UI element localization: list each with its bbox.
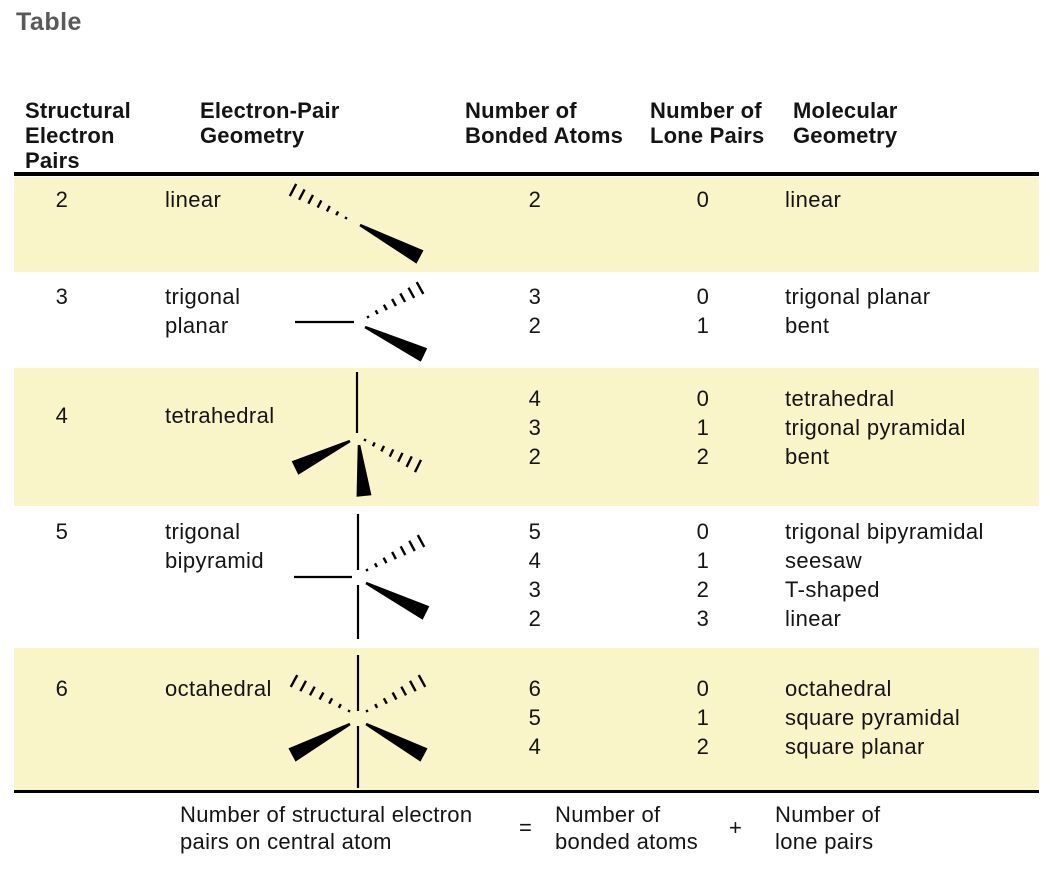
- bonded-atoms-cell: 4 3 2: [528, 386, 542, 469]
- linear-diagram-icon: [288, 183, 424, 264]
- table-body: 2 linear 2 0 linear 3 trigonal planar 3 …: [14, 177, 1039, 790]
- electron-geometry-cell: linear: [165, 187, 222, 212]
- trigonal-bipyramid-diagram-icon: [294, 514, 430, 639]
- molecular-geometry-cell: tetrahedral trigonal pyramidal bent: [785, 386, 966, 469]
- bonded-atoms-cell: 2: [528, 187, 542, 212]
- electron-geometry-cell: tetrahedral: [165, 403, 275, 428]
- electron-geometry-cell: trigonal planar: [165, 284, 241, 338]
- page-title: Table: [16, 8, 82, 36]
- header-structural-electron-pairs: Structural Electron Pairs: [25, 98, 131, 173]
- formula-bonded-atoms: Number of bonded atoms: [555, 802, 699, 854]
- plus-sign: +: [729, 815, 743, 840]
- header-electron-pair-geometry: Electron-Pair Geometry: [200, 98, 340, 148]
- electron-geometry-cell: octahedral: [165, 676, 272, 701]
- formula-lone-pairs: Number of lone pairs: [775, 802, 881, 854]
- structural-pairs-cell: 6: [55, 676, 69, 701]
- table-row: 5 trigonal bipyramid 5 4 3 2 0 1 2 3 tri…: [14, 506, 1039, 648]
- trigonal-planar-diagram-icon: [295, 281, 428, 362]
- lone-pairs-cell: 0 1: [696, 284, 710, 338]
- header-number-of-bonded-atoms: Number of Bonded Atoms: [465, 98, 624, 148]
- structural-pairs-cell: 4: [55, 403, 69, 428]
- bonded-atoms-cell: 6 5 4: [528, 676, 542, 759]
- bonded-atoms-cell: 5 4 3 2: [528, 519, 542, 631]
- lone-pairs-cell: 0 1 2: [696, 386, 710, 469]
- structural-pairs-cell: 3: [55, 284, 69, 309]
- molecular-geometry-cell: trigonal planar bent: [785, 284, 931, 338]
- table-row: 2 linear 2 0 linear: [14, 177, 1039, 272]
- lone-pairs-cell: 0: [696, 187, 710, 212]
- structural-pairs-cell: 5: [55, 519, 69, 544]
- tetrahedral-diagram-icon: [291, 372, 423, 497]
- lone-pairs-cell: 0 1 2 3: [696, 519, 710, 631]
- equals-sign: =: [519, 815, 533, 840]
- molecular-geometry-cell: trigonal bipyramidal seesaw T-shaped lin…: [785, 519, 984, 631]
- header-divider: [14, 172, 1039, 176]
- octahedral-diagram-icon: [288, 655, 428, 788]
- electron-geometry-cell: trigonal bipyramid: [165, 519, 264, 573]
- lone-pairs-cell: 0 1 2: [696, 676, 710, 759]
- table-row: 4 tetrahedral 4 3 2 0 1 2 tetrahedral tr…: [14, 368, 1039, 506]
- table-row: 6 octahedral 6 5 4 0 1 2 octahedral squa…: [14, 648, 1039, 790]
- footer-divider: [14, 790, 1039, 793]
- table-row: 3 trigonal planar 3 2 0 1 trigonal plana…: [14, 272, 1039, 368]
- molecular-geometry-cell: linear: [785, 187, 842, 212]
- structural-pairs-cell: 2: [55, 187, 69, 212]
- molecular-geometry-cell: octahedral square pyramidal square plana…: [785, 676, 961, 759]
- formula-lhs: Number of structural electron pairs on c…: [180, 802, 473, 854]
- header-number-of-lone-pairs: Number of Lone Pairs: [650, 98, 765, 148]
- bonded-atoms-cell: 3 2: [528, 284, 542, 338]
- header-molecular-geometry: Molecular Geometry: [793, 98, 898, 148]
